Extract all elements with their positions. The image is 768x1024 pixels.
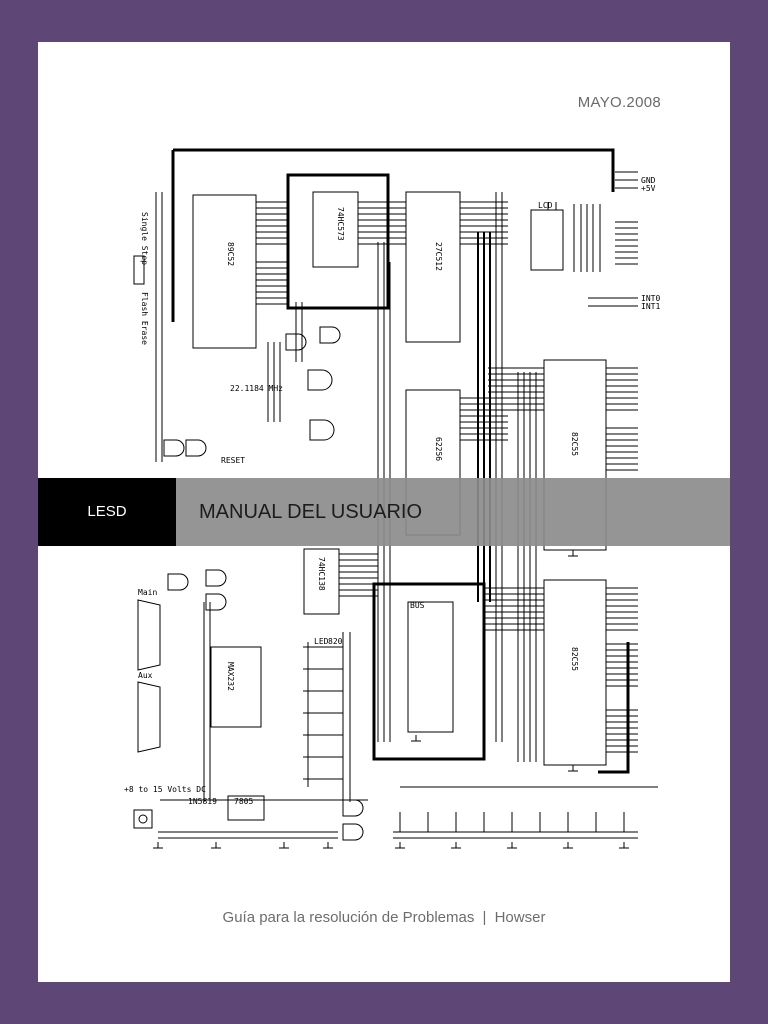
title-band-title-block	[176, 478, 730, 546]
flash-erase-label: Flash Erase	[140, 292, 149, 345]
ram-label: 62256	[434, 437, 443, 461]
driver-label: MAX232	[226, 662, 235, 691]
document-title: MANUAL DEL USUARIO	[199, 501, 423, 523]
date-label: MAYO.2008	[577, 94, 661, 111]
led-label: LED	[314, 637, 329, 646]
cover-page: 89C52 74HC573 27C512 62256 82C55 82C55 7…	[38, 42, 730, 982]
single-step-label: Single Step	[140, 212, 149, 265]
vcc-label: +5V	[641, 184, 656, 193]
int1-label: INT1	[641, 302, 660, 311]
diode-label: 1N5819	[188, 797, 217, 806]
decoder-label: 74HC138	[317, 557, 326, 591]
ppi1-label: 82C55	[570, 432, 579, 456]
crystal-label: 22.1184 MHz	[230, 384, 283, 393]
gnd-label: GND	[641, 176, 656, 185]
main-port-label: Main	[138, 588, 157, 597]
title-band: LESD MANUAL DEL USUARIO	[38, 478, 730, 546]
aux-port-label: Aux	[138, 671, 153, 680]
regulator-label: 7805	[234, 797, 253, 806]
footer: Guía para la resolución de Problemas | H…	[38, 909, 730, 926]
footer-subtitle: Guía para la resolución de Problemas	[222, 909, 475, 926]
power-label: +8 to 15 Volts DC	[124, 785, 206, 794]
title-band-code-block	[38, 478, 176, 546]
mcu-label: 89C52	[226, 242, 235, 266]
resistor-820-label: 820	[328, 637, 343, 646]
document-code: LESD	[87, 503, 127, 520]
bus-label: BUS	[410, 601, 425, 610]
int0-label: INT0	[641, 294, 660, 303]
lcd-label: LCD	[538, 201, 553, 210]
circuit-schematic: 89C52 74HC573 27C512 62256 82C55 82C55 7…	[124, 148, 660, 849]
footer-author: Howser	[494, 909, 546, 926]
rom-label: 27C512	[434, 242, 443, 271]
reset-label: RESET	[221, 456, 245, 465]
latch-label: 74HC573	[336, 207, 345, 241]
footer-separator: |	[482, 909, 487, 926]
ppi2-label: 82C55	[570, 647, 579, 671]
